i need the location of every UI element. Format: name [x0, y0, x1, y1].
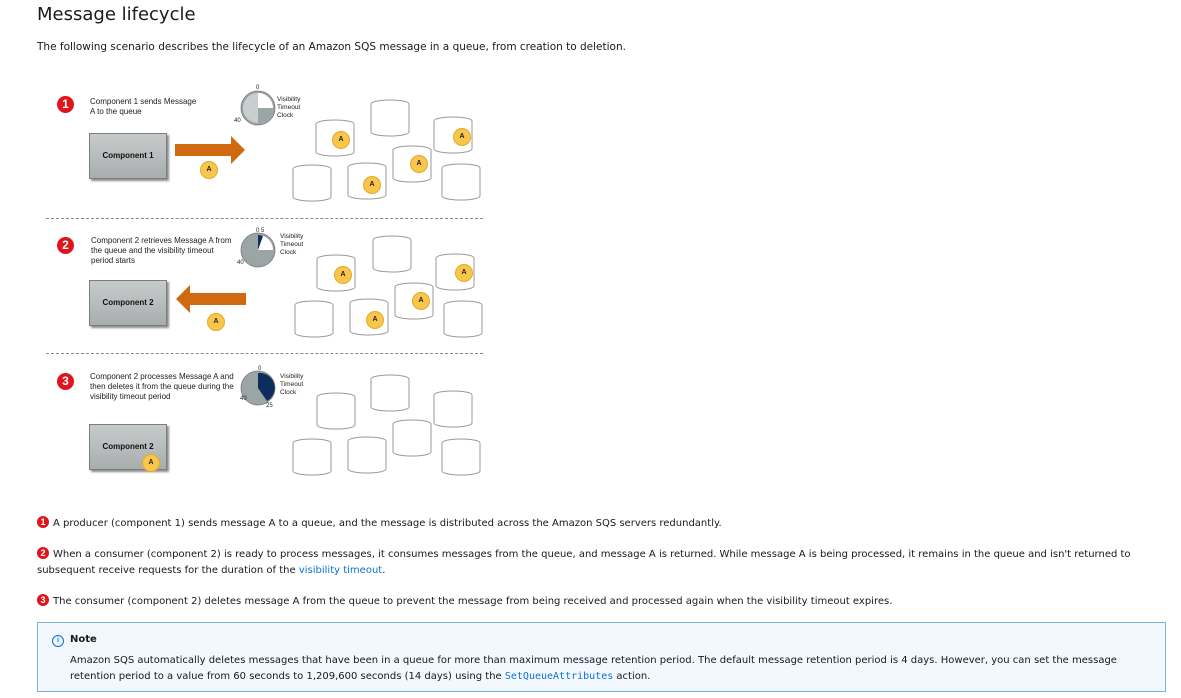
visibility-clock-icon: [240, 370, 276, 406]
clock-1-label: Visibility Timeout Clock: [277, 96, 301, 119]
message-a: A: [200, 161, 218, 179]
queue-server-icon: [370, 99, 410, 137]
note-box: i Note Amazon SQS automatically deletes …: [37, 622, 1166, 692]
queue-server-icon: [347, 436, 387, 474]
queue-server-icon: [316, 392, 356, 430]
component-1-box: Component 1: [89, 133, 167, 179]
message-a: A: [334, 266, 352, 284]
step-2-badge: 2: [57, 237, 74, 254]
queue-server-icon: [292, 164, 332, 202]
step-2-badge: 2: [37, 547, 49, 559]
message-a: A: [455, 264, 473, 282]
queue-server-icon: [294, 300, 334, 338]
message-a: A: [142, 454, 160, 472]
visibility-clock-icon: [240, 232, 276, 268]
queue-server-icon: [372, 235, 412, 273]
note-text: Amazon SQS automatically deletes message…: [70, 655, 1117, 682]
clock-3-bottom-label: 25: [266, 403, 273, 409]
arrow-right-icon: [175, 136, 245, 164]
queue-server-icon: [433, 390, 473, 428]
clock-3-left-label: 40: [240, 396, 247, 402]
queue-server-icon: [441, 438, 481, 476]
info-icon: i: [52, 635, 64, 647]
message-a: A: [363, 176, 381, 194]
clock-3-label: Visibility Timeout Clock: [280, 373, 304, 396]
message-a: A: [410, 155, 428, 173]
queue-server-icon: [443, 300, 483, 338]
queue-server-icon: [370, 374, 410, 412]
note-title: Note: [70, 634, 97, 645]
step-1-text: Component 1 sends Message A to the queue: [90, 97, 197, 116]
step-3-description: The consumer (component 2) deletes messa…: [53, 596, 893, 607]
clock-1-left-label: 40: [234, 118, 241, 124]
component-2-box: Component 2: [89, 280, 167, 326]
message-a: A: [207, 313, 225, 331]
clock-2-left-label: 40: [237, 260, 244, 266]
step-3-paragraph: 3 The consumer (component 2) deletes mess…: [37, 594, 1147, 610]
divider: [46, 218, 483, 219]
page-title: Message lifecycle: [37, 4, 196, 25]
clock-2-label: Visibility Timeout Clock: [280, 233, 304, 256]
step-3-badge: 3: [57, 373, 74, 390]
queue-server-icon: [441, 163, 481, 201]
queue-server-icon: [392, 419, 432, 457]
clock-3-top-label: 0: [258, 366, 262, 372]
step-2-description: When a consumer (component 2) is ready t…: [37, 549, 1131, 576]
visibility-clock-icon: [240, 90, 276, 126]
intro-text: The following scenario describes the lif…: [37, 41, 626, 53]
note-text-end: action.: [613, 671, 651, 682]
message-a: A: [332, 131, 350, 149]
step-3-badge: 3: [37, 594, 49, 606]
step-2-text: Component 2 retrieves Message A from the…: [91, 236, 232, 265]
visibility-timeout-link[interactable]: visibility timeout: [298, 565, 383, 576]
step-2-description-end: .: [382, 565, 386, 576]
note-body: Amazon SQS automatically deletes message…: [70, 653, 1150, 685]
message-a: A: [412, 292, 430, 310]
step-1-badge: 1: [37, 516, 49, 528]
message-a: A: [366, 311, 384, 329]
queue-server-icon: [292, 438, 332, 476]
clock-1-top-label: 0: [256, 85, 260, 91]
set-queue-attributes-code[interactable]: SetQueueAttributes: [504, 671, 614, 682]
step-1-paragraph: 1 A producer (component 1) sends message …: [37, 516, 1147, 532]
message-a: A: [453, 128, 471, 146]
arrow-left-icon: [176, 285, 246, 313]
clock-2-top-label: 0 5: [256, 228, 265, 234]
step-1-badge: 1: [57, 96, 74, 113]
divider: [46, 353, 483, 354]
step-3-text: Component 2 processes Message A and then…: [90, 372, 234, 401]
step-1-description: A producer (component 1) sends message A…: [53, 518, 722, 529]
